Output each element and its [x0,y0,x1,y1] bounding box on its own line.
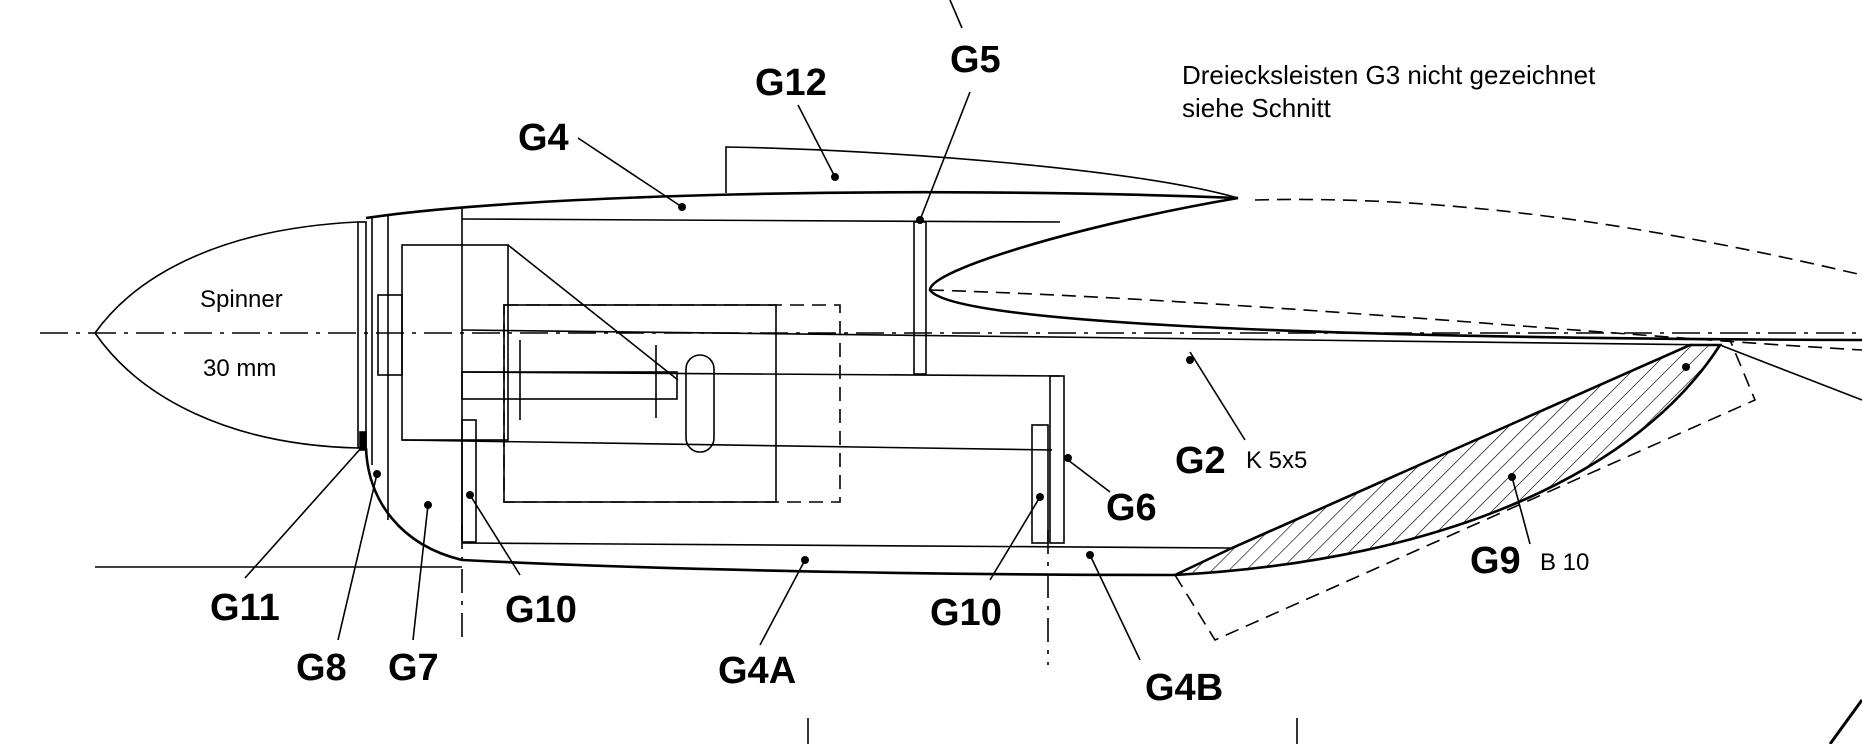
leader-g6 [1067,459,1111,493]
label-g9: G9 [1470,540,1521,582]
dot-g10-left [466,491,474,499]
engine-flange [377,294,403,376]
label-g8: G8 [296,647,347,689]
label-g5: G5 [950,39,1001,81]
g11-strip [359,431,367,451]
label-g4b: G4B [1145,667,1223,709]
nose-lower-curve [364,447,463,562]
g2-longeron-top [461,329,1721,346]
g9-hatched-block [1174,343,1723,577]
dot-g12 [831,173,839,181]
dot-g2 [1186,356,1194,364]
note-line-1: Dreiecksleisten G3 nicht gezeichnet [1182,60,1596,90]
engine-tank-dashed [503,304,841,503]
leader-g7 [412,504,429,641]
label-g7: G7 [388,647,439,689]
lower-skin-bottom [461,558,1176,577]
spinner-backplate [357,221,367,449]
leader-g11 [244,446,363,579]
engine-tank-outline [503,304,777,503]
engine-mount-plate [401,244,509,441]
g5-former [913,221,927,375]
top-mark [949,0,963,29]
label-g9-spec: B 10 [1540,549,1589,576]
leader-g4 [577,137,683,208]
dot-g9 [1508,473,1516,481]
dot-g6 [1064,454,1072,462]
label-g4: G4 [518,117,569,159]
note-line-2: siehe Schnitt [1182,93,1332,123]
label-g2: G2 [1175,440,1226,482]
leader-g9 [1511,476,1531,545]
g2-longeron-tail [1719,344,1862,401]
wing-chord-dashed [929,289,1862,351]
spinner-label: Spinner [200,286,283,313]
label-g4a: G4A [718,650,796,692]
wing-upper-dashed [1254,198,1862,276]
label-g10-left: G10 [505,589,577,631]
dot-g10-right [1036,493,1044,501]
g10-right-block [1031,424,1049,544]
leader-g4b [1089,554,1141,661]
upper-skin-outer [365,190,1239,220]
dot-g7 [424,501,432,509]
leader-g2 [1189,351,1246,441]
g10-left-block [461,419,477,543]
dot-g4a [801,556,809,564]
dot-g8 [373,470,381,478]
dot-g5 [916,216,924,224]
g12-fin [725,146,1239,199]
dot-g9-tip [1682,363,1690,371]
spinner-outline [94,221,359,449]
dot-g4 [678,203,686,211]
leader-g8 [337,473,378,641]
spinner-size-label: 30 mm [203,355,276,382]
engine-brace [507,244,679,381]
leader-g10-right [989,496,1041,581]
leader-g4a [759,559,806,646]
wing-leading-edge [928,196,1862,342]
label-g12: G12 [755,62,827,104]
label-g10-right: G10 [930,592,1002,634]
engine-mid-line [401,439,1053,451]
leader-g10-left [469,494,521,576]
label-g11: G11 [210,587,280,629]
dot-g4b [1086,551,1094,559]
engine-shaft [461,371,678,400]
corner-mark [1828,699,1862,744]
upper-skin-inner [461,218,1061,223]
leader-g12 [797,104,836,178]
leader-g5 [919,91,971,221]
g6-former [1049,375,1065,544]
label-g2-spec: K 5x5 [1246,447,1307,474]
label-g6: G6 [1106,487,1157,529]
lower-skin-top [461,542,1231,549]
fuel-pickup [685,354,715,453]
